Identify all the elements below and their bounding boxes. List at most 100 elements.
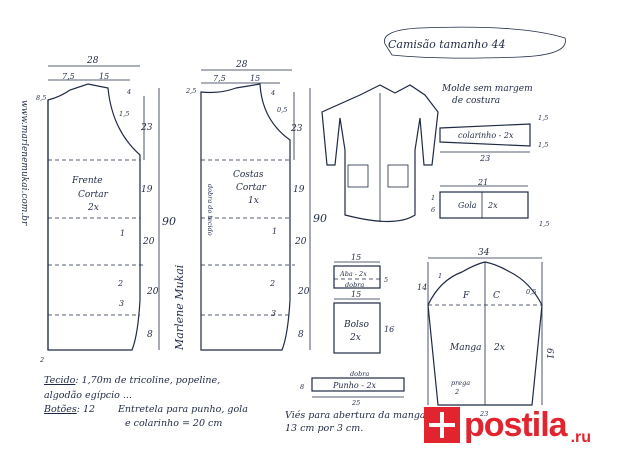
shirt-pocket-left — [347, 164, 369, 188]
back-outline — [200, 83, 291, 351]
cuff-height: 8 — [300, 383, 304, 391]
back-total-length: 90 — [313, 212, 327, 225]
buttons-label: Botões — [44, 404, 77, 415]
fabric-text: : 1,70m de tricoline, popeline, — [75, 375, 221, 386]
front-name: Frente — [71, 176, 103, 186]
pocket-qty: 2x — [349, 333, 361, 343]
sleeve-qty: 2x — [493, 343, 505, 353]
cuff-label: Punho - 2x — [332, 381, 377, 390]
back-fold-label: dobra do tecido — [206, 184, 214, 236]
collar-label: colarinho - 2x — [458, 131, 514, 140]
front-hem-extra: 8 — [147, 330, 153, 340]
back-hip-depth: 20 — [294, 237, 307, 247]
back-hem-depth: 20 — [297, 287, 310, 297]
collar-band-h1: 1 — [431, 194, 435, 202]
front-side-3: 3 — [119, 299, 124, 308]
bias-note: Viés para abertura da manga: — [285, 410, 429, 421]
flap-height: 5 — [384, 276, 388, 284]
flap-outline — [333, 265, 381, 289]
flap-width: 15 — [351, 253, 361, 262]
front-piece: 28 7,5 15 8,5 4 1,5 23 19 20 20 8 90 Fre… — [36, 56, 176, 364]
front-outline — [47, 83, 141, 351]
front-cut: Cortar — [78, 190, 109, 200]
front-shoulder-drop: 4 — [126, 88, 131, 96]
front-shoulder-width: 15 — [99, 72, 109, 81]
sleeve-pleat: prega — [451, 379, 470, 387]
pocket-outline — [333, 302, 381, 354]
sleeve-length: 61 — [544, 348, 554, 359]
subtitle-line1: Molde sem margem — [441, 84, 533, 94]
front-total-length: 90 — [162, 215, 176, 228]
pocket-label: Bolso — [343, 320, 370, 330]
front-qty: 2x — [87, 203, 99, 213]
website-text: www.marlenemukai.com.br — [19, 100, 29, 226]
fabric-note-2: algodão egípcio ... — [44, 390, 132, 401]
signature-text: Marlene Mukai — [173, 265, 186, 351]
interfacing-note: Entretela para punho, gola — [118, 404, 248, 415]
front-neck-drop: 8,5 — [36, 94, 46, 102]
fabric-note: Tecido: 1,70m de tricoline, popeline, — [44, 375, 220, 386]
back-cut: Cortar — [236, 183, 267, 193]
back-waist-depth: 19 — [293, 185, 305, 195]
back-armhole-mark: 0,5 — [277, 106, 287, 114]
cuff-piece: dobra Punho - 2x 8 25 — [300, 370, 405, 407]
back-shoulder-drop: 4 — [270, 89, 275, 97]
flap-fold: dobra — [345, 281, 364, 289]
cuff-width: 25 — [351, 399, 360, 407]
flap-piece: 15 Aba - 2x dobra 5 — [333, 253, 388, 289]
pocket-height: 16 — [384, 325, 394, 334]
sleeve-front-letter: F — [462, 291, 470, 301]
watermark-brand: postila — [464, 405, 568, 444]
back-shoulder-width: 15 — [250, 74, 260, 83]
collar-band-end: 1,5 — [539, 220, 549, 228]
back-armhole-depth: 23 — [290, 124, 303, 134]
watermark: postila .ru — [424, 397, 640, 453]
shirt-body-outline — [321, 84, 439, 223]
fabric-label: Tecido — [44, 375, 76, 386]
front-hip-depth: 20 — [142, 237, 155, 247]
pattern-title: Camisão tamanho 44 — [388, 38, 506, 51]
collar-band-outline — [439, 191, 529, 219]
cuff-outline — [311, 377, 405, 392]
collar-outline — [439, 123, 531, 147]
front-hem-depth: 20 — [146, 287, 159, 297]
back-qty: 1x — [248, 196, 259, 206]
watermark-tld: .ru — [570, 429, 592, 446]
back-hem-extra: 8 — [298, 330, 304, 340]
pocket-width: 15 — [351, 290, 361, 299]
front-armhole-depth: 23 — [140, 123, 153, 133]
flap-label: Aba - 2x — [339, 270, 367, 278]
sleeve-top-width: 34 — [478, 248, 490, 258]
collar-band-width: 21 — [477, 178, 488, 187]
front-armhole-mark: 1,5 — [119, 110, 129, 118]
front-side-1: 1 — [120, 229, 125, 238]
plus-logo-icon — [424, 407, 460, 443]
collar-band-label: Gola — [458, 201, 477, 210]
back-side-3: 3 — [271, 309, 276, 318]
back-top-width: 28 — [235, 60, 248, 70]
back-neck-drop: 2,5 — [185, 87, 196, 95]
cuff-fold: dobra — [350, 370, 369, 378]
interfacing-note-2: e colarinho = 20 cm — [125, 418, 223, 429]
sleeve-piece: 34 14 1 0,5 F C Manga 2x 61 prega 2 23 — [417, 248, 554, 418]
front-neck-width: 7,5 — [62, 72, 75, 81]
title-outline — [384, 26, 566, 59]
back-side-1: 1 — [272, 227, 277, 236]
sleeve-cap-height: 14 — [417, 283, 427, 292]
sleeve-shoulder-front: 1 — [438, 272, 442, 280]
collar-band-h2: 6 — [431, 206, 435, 214]
sleeve-back-letter: C — [493, 291, 500, 301]
front-top-width: 28 — [86, 56, 99, 66]
sleeve-outline — [427, 261, 543, 406]
collar-band-piece: 21 Gola 2x 1 6 1,5 — [431, 178, 549, 228]
back-piece: 28 7,5 15 2,5 4 0,5 23 19 20 20 8 90 Cos… — [185, 60, 327, 351]
front-button-extension: 2 — [39, 356, 44, 364]
pocket-piece: 15 Bolso 2x 16 — [333, 290, 394, 354]
collar-piece: colarinho - 2x 23 1,5 1,5 — [439, 114, 548, 163]
buttons-note: Botões: 12 — [44, 404, 95, 415]
sleeve-name: Manga — [449, 343, 482, 353]
sleeve-shoulder-back: 0,5 — [526, 288, 536, 296]
front-side-2: 2 — [117, 279, 123, 288]
front-waist-depth: 19 — [141, 185, 153, 195]
